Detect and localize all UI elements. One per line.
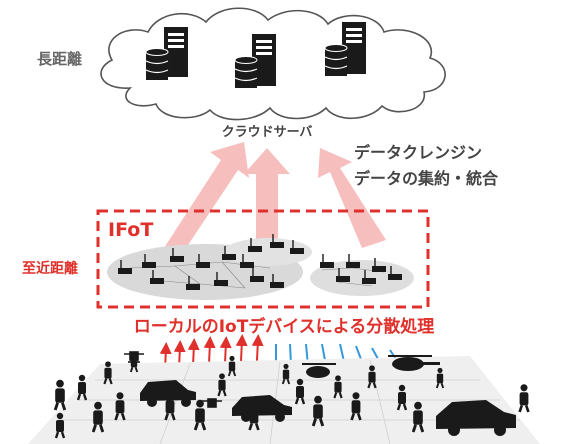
person-icon [129,351,139,373]
iot-device-icon [214,272,228,286]
iot-device-icon [270,234,284,248]
iot-device-icon [118,260,132,274]
iot-device-icon [290,240,304,254]
iot-device-icon [388,266,402,280]
iot-device-icon [346,254,360,268]
long-distance-label: 長距離 [37,50,82,68]
helicopter-icon [302,363,336,378]
iot-device-cluster-center [224,238,312,266]
person-icon [396,384,408,411]
person-icon [91,401,105,433]
person-icon [227,355,237,377]
car-icon [232,395,292,422]
iot-device-icon [186,276,200,290]
person-icon [411,401,425,433]
iot-device-icon [320,254,334,268]
person-icon [248,402,260,431]
person-icon [518,384,530,413]
person-icon [164,392,176,421]
database-icon [145,48,169,80]
car-icon [140,380,196,407]
person-icon [435,367,445,389]
iot-device-icon [270,274,284,288]
person-icon [333,375,343,399]
person-icon [294,378,306,405]
local-processing-label: ローカルのIoTデバイスによる分散処理 [134,316,435,337]
person-icon [76,374,88,401]
pedestrian-crowd [53,351,530,439]
car-icon [436,400,516,436]
near-distance-label: 至近距離 [22,260,78,277]
iot-device-icon [250,268,264,282]
person-icon [311,395,325,427]
ifot-boundary [96,209,430,309]
data-aggregation-label: データの集約・統合 [354,169,499,188]
iot-device-icon [222,246,236,260]
person-icon [281,363,291,385]
data-cleansing-label: データクレンジン [354,143,482,162]
server-icon [252,34,276,86]
upload-arrow-center [244,148,290,248]
upload-arrow-right [318,148,386,248]
iot-device-icon [150,270,164,284]
iot-devices [118,234,402,290]
cloud-server-label: クラウドサーバ [222,125,313,140]
iot-device-icon [248,238,262,252]
person-icon [53,379,67,411]
ifot-label: IFoT [108,219,153,241]
iot-device-icon [240,254,254,268]
drone-icon [202,398,222,408]
iot-device-icon [372,258,386,272]
iot-device-icon [336,268,350,282]
person-icon [103,361,113,385]
person-icon [193,399,207,431]
person-icon [350,392,362,421]
database-icon [234,56,258,88]
upload-arrows [164,142,386,248]
upload-arrow-left [164,142,249,248]
iot-device-icon [196,254,210,268]
person-icon [367,365,377,389]
helicopter-icon [388,355,440,371]
iot-device-icon [142,254,156,268]
iot-device-icon [362,270,376,284]
person-icon [217,373,227,397]
database-icon [324,44,348,76]
iot-device-icon [170,248,184,262]
person-icon [114,392,126,421]
person-icon [54,412,66,439]
